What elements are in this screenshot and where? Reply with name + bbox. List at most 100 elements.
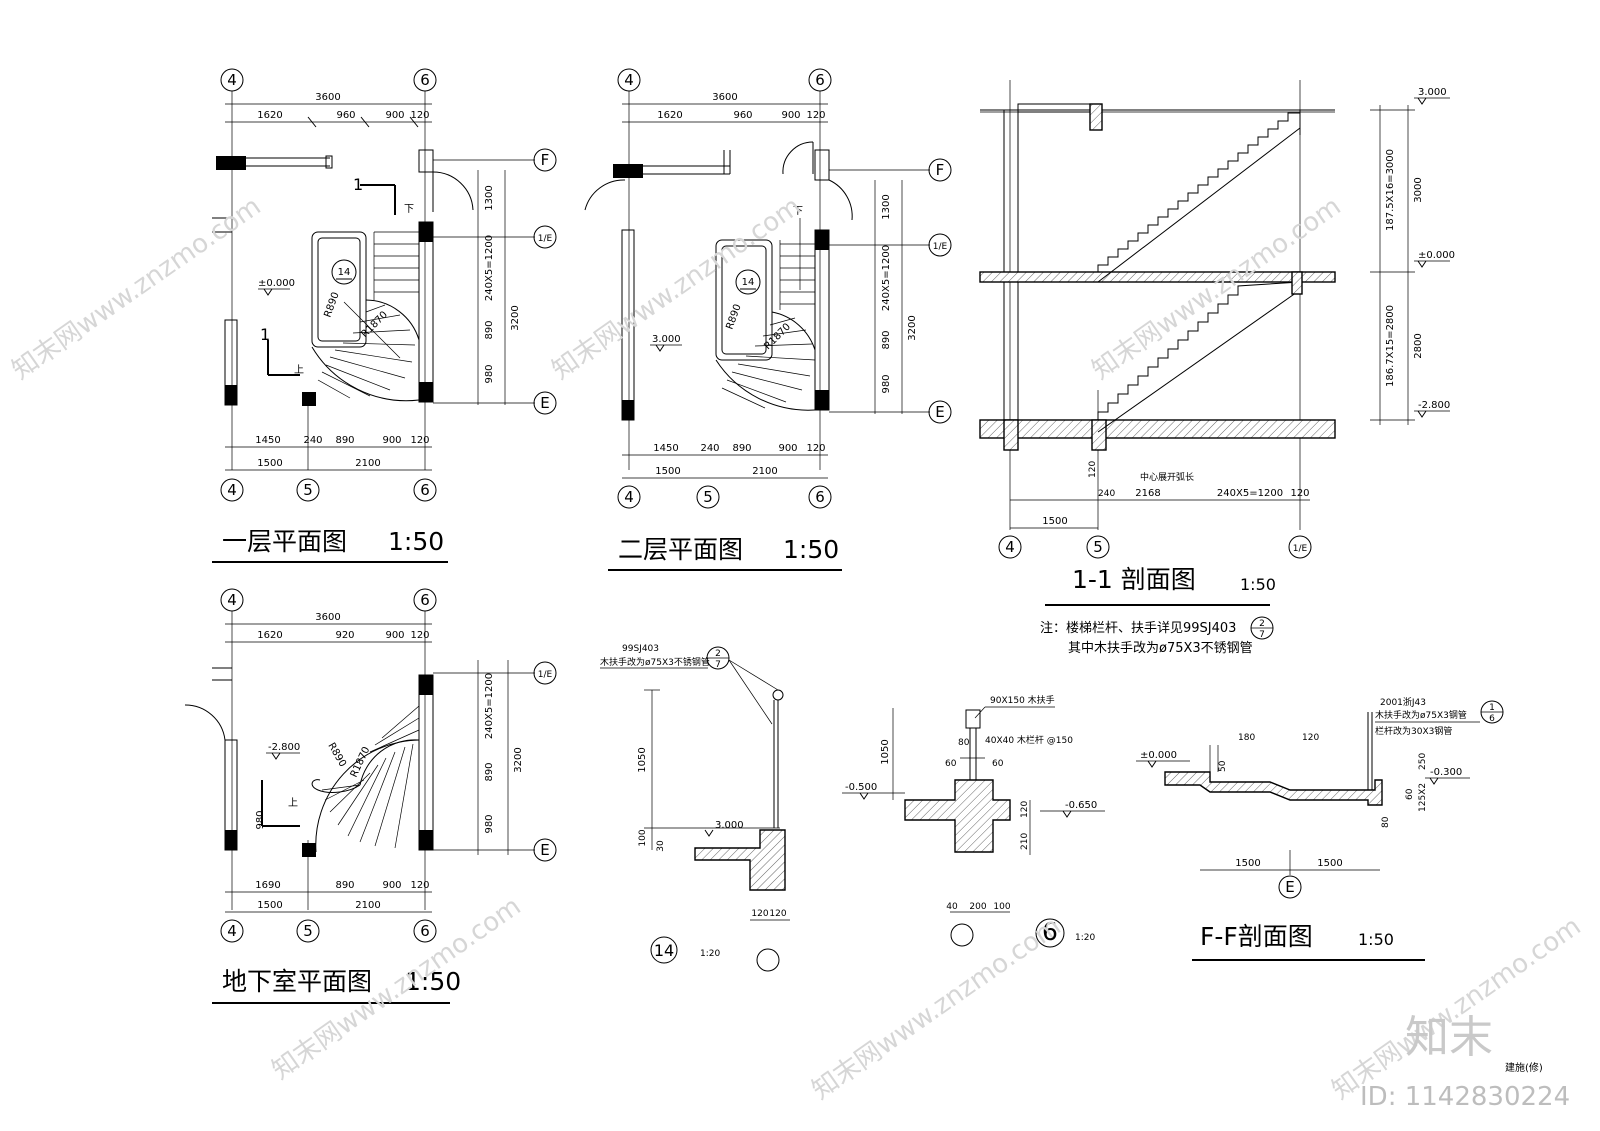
level-mark: -0.300: [1430, 767, 1462, 778]
axis-bubble: 6: [420, 71, 430, 89]
ref-num: 2: [1259, 619, 1265, 629]
stair-flight-upper: [1097, 110, 1301, 283]
detail-bubble: 14: [742, 277, 755, 288]
dim-text: 2100: [752, 466, 777, 477]
dim-text: 200: [969, 902, 986, 912]
plan-first-floor: 4 6 3600 1620 960 900 120: [212, 68, 557, 563]
watermark-text: 知末网www.znzmo.com: [1087, 191, 1347, 385]
dim-text: 120: [806, 443, 825, 454]
ref-num: 2: [715, 649, 721, 659]
dim-text: 900: [385, 630, 404, 641]
axis-bubble: 6: [420, 481, 430, 499]
detail-bubble: 14: [338, 267, 351, 278]
down-label: 下: [404, 204, 414, 215]
drawing-scale: 1:50: [388, 527, 444, 556]
up-label: 上: [294, 364, 304, 376]
detail-scale: 1:20: [1075, 933, 1095, 943]
ref-text: 99SJ403: [622, 644, 659, 654]
dim-text: 980: [881, 374, 892, 393]
stair-treads: [321, 705, 420, 849]
watermark-text: 知末网www.znzmo.com: [7, 191, 267, 385]
dim-text: 80: [1381, 816, 1391, 828]
dim-text: 60: [945, 759, 957, 769]
ref-text: 木扶手改为ø75X3不锈钢管: [600, 656, 710, 668]
axis-bubble: 1/E: [1293, 544, 1308, 554]
level-mark: -2.800: [268, 742, 300, 753]
brand-logo: 知末: [1405, 1012, 1493, 1063]
dim-text: 1620: [657, 110, 682, 121]
dim-text: 1300: [881, 194, 892, 219]
dim-text: 180: [1238, 733, 1255, 743]
ref-num: 7: [715, 660, 721, 670]
axis-bubble: 6: [420, 922, 430, 940]
dim-text: 120: [410, 435, 429, 446]
dim-text: 900: [382, 880, 401, 891]
dim-text: 1500: [257, 900, 282, 911]
dim-text: 1500: [1317, 858, 1342, 869]
dim-text: 中心展开弧长: [1140, 471, 1194, 483]
dim-text: 60: [1405, 788, 1415, 800]
axis-bubble: 5: [303, 481, 313, 499]
watermark-text: 知末网www.znzmo.com: [547, 191, 807, 385]
dim-text: 240: [1098, 489, 1115, 499]
stair-treads: [721, 240, 816, 409]
level-mark: -0.650: [1065, 800, 1097, 811]
dim-text: 1450: [255, 435, 280, 446]
dim-text: 120: [410, 880, 429, 891]
radius-label: R1870: [762, 321, 793, 352]
level-mark: 3.000: [1418, 87, 1447, 98]
dim-text: 240: [303, 435, 322, 446]
dim-text: 920: [335, 630, 354, 641]
dim-text: 240X5=1200: [881, 245, 892, 311]
detail-scale: 1:20: [700, 949, 720, 959]
plan-second-floor: 4 6 3600 1620 960 900 120 14: [584, 68, 952, 571]
axis-bubble: 6: [815, 488, 825, 506]
ref-num: 1: [1489, 703, 1495, 713]
dim-text: 1050: [637, 747, 648, 772]
dim-text: 980: [484, 814, 495, 833]
dim-text: 120: [769, 909, 786, 919]
dim-text: 2800: [1413, 333, 1424, 358]
cut-label: 1: [260, 325, 270, 344]
drawing-title: 地下室平面图: [222, 967, 372, 996]
drawing-scale: 1:50: [1358, 930, 1394, 949]
drawing-scale: 1:50: [405, 967, 461, 996]
dim-text: 120: [410, 110, 429, 121]
dim-text: 2168: [1135, 488, 1160, 499]
dim-text: 1620: [257, 110, 282, 121]
section-f-f: 2001浙J43 木扶手改为ø75X3钢管 栏杆改为30X3钢管 1 6 ±0.…: [1136, 696, 1504, 961]
up-label: 上: [288, 797, 298, 809]
drawing-scale: 1:50: [1240, 575, 1276, 594]
dim-text: 890: [484, 320, 495, 339]
dim-text: 186.7X15=2800: [1385, 305, 1396, 387]
dim-text: 900: [385, 110, 404, 121]
stair-flight-lower: [1097, 281, 1301, 433]
dim-text: 890: [732, 443, 751, 454]
drawing-title: F-F剖面图: [1200, 922, 1313, 951]
dim-text: 1620: [257, 630, 282, 641]
dim-text: 1500: [1235, 858, 1260, 869]
axis-bubble: 4: [227, 71, 237, 89]
dim-text: 80: [958, 738, 970, 748]
axis-bubble: 5: [303, 922, 313, 940]
axis-bubble: 4: [624, 488, 634, 506]
level-mark: ±0.000: [1140, 750, 1177, 761]
detail-label: 6: [1042, 917, 1058, 946]
dim-text: 980: [484, 364, 495, 383]
axis-bubble: 4: [227, 591, 237, 609]
radius-label: R890: [322, 291, 341, 319]
note-text: 注：楼梯栏杆、扶手详见99SJ403: [1040, 621, 1236, 636]
dim-text: 120: [1290, 488, 1309, 499]
axis-bubble: 1/E: [538, 234, 553, 244]
dim-text: 980: [255, 810, 266, 829]
axis-bubble: 5: [1093, 538, 1103, 556]
dim-text: 60: [992, 759, 1004, 769]
radius-label: R1870: [359, 309, 390, 340]
axis-bubble: 1/E: [933, 242, 948, 252]
dim-text: 1050: [880, 739, 891, 764]
dim-text: 30: [656, 840, 666, 852]
level-mark: -0.500: [845, 782, 877, 793]
level-mark: ±0.000: [258, 278, 295, 289]
